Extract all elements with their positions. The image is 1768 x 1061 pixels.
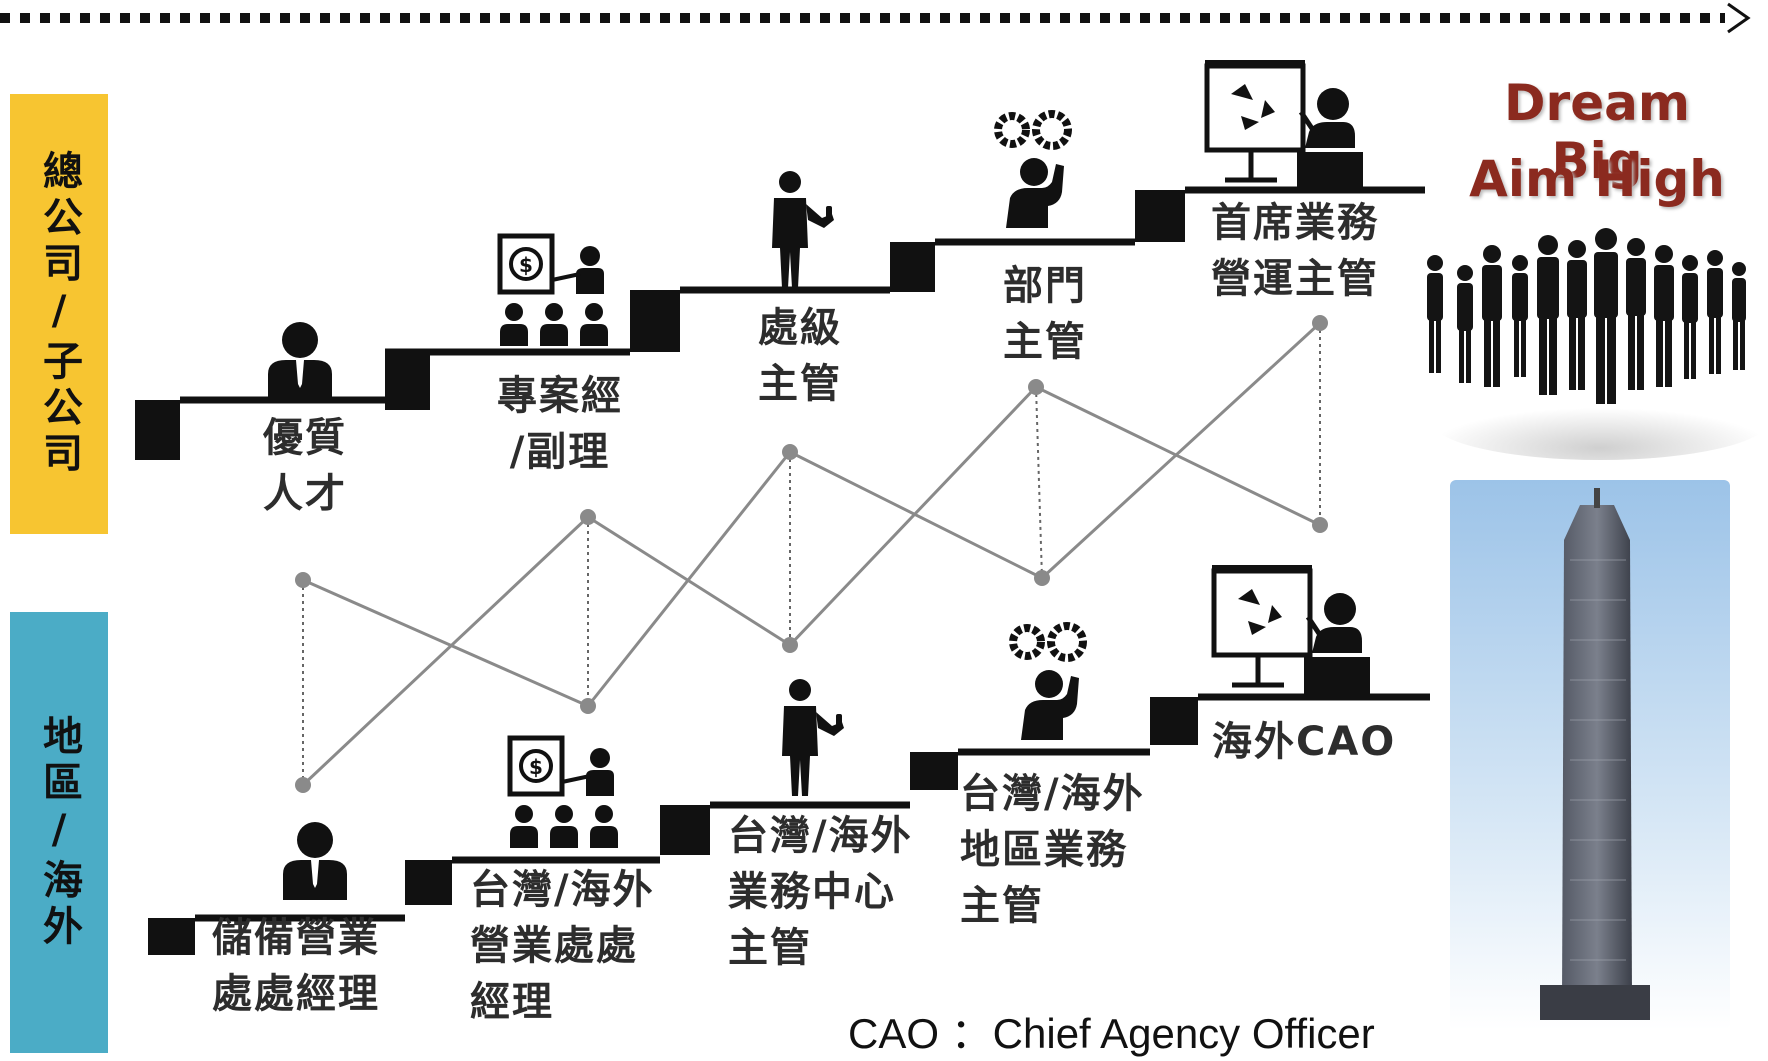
business-crowd-image — [1427, 228, 1768, 460]
gears-person-icon — [994, 110, 1072, 228]
top-step-1-title: 優質 人才 — [263, 415, 347, 517]
connector-nodes — [295, 315, 1328, 793]
connector-lines — [301, 321, 1322, 787]
bottom-step-2-title: 台灣/海外 營業處處 經理 — [470, 867, 655, 1025]
slogan-line1: Dream Big — [1504, 74, 1690, 190]
overseas-label: 地區/海外 — [10, 612, 108, 1053]
svg-text:$: $ — [519, 253, 533, 277]
top-step-3-title: 處級 主管 — [758, 305, 842, 407]
speaker-podium-icon — [1204, 60, 1363, 192]
connector-dotted-verticals — [302, 323, 1321, 785]
top-staircase — [135, 186, 1425, 460]
bottom-step-5-title: 海外CAO — [1212, 719, 1397, 765]
top-step-4-title: 部門 主管 — [1003, 263, 1087, 365]
slogan-line2: Aim High — [1469, 150, 1725, 208]
thumbs-up-person-icon — [782, 679, 844, 796]
svg-text:$: $ — [529, 755, 543, 779]
speaker-podium-icon — [1211, 565, 1370, 697]
top-step-5-title: 首席業務 營運主管 — [1211, 200, 1379, 302]
gears-person-icon — [1009, 622, 1087, 740]
top-step-2-title: 專案經 /副理 — [497, 373, 623, 475]
skyscraper-image — [1450, 480, 1730, 1030]
cao-footnote: CAO ：Chief Agency Officer — [848, 1010, 1375, 1057]
headquarters-label: 總公司/子公司 — [10, 94, 108, 534]
person-icon — [268, 322, 332, 400]
bottom-step-1-title: 儲備營業 處處經理 — [212, 915, 380, 1017]
presenter-money-icon: $ — [507, 735, 618, 848]
timeline-arrow — [0, 2, 1751, 34]
presenter-money-icon: $ — [497, 233, 608, 346]
bottom-step-3-title: 台灣/海外 業務中心 主管 — [728, 813, 913, 971]
person-icon — [283, 822, 347, 900]
bottom-staircase — [148, 693, 1430, 955]
bottom-step-4-title: 台灣/海外 地區業務 主管 — [960, 771, 1145, 929]
thumbs-up-person-icon — [772, 171, 834, 288]
